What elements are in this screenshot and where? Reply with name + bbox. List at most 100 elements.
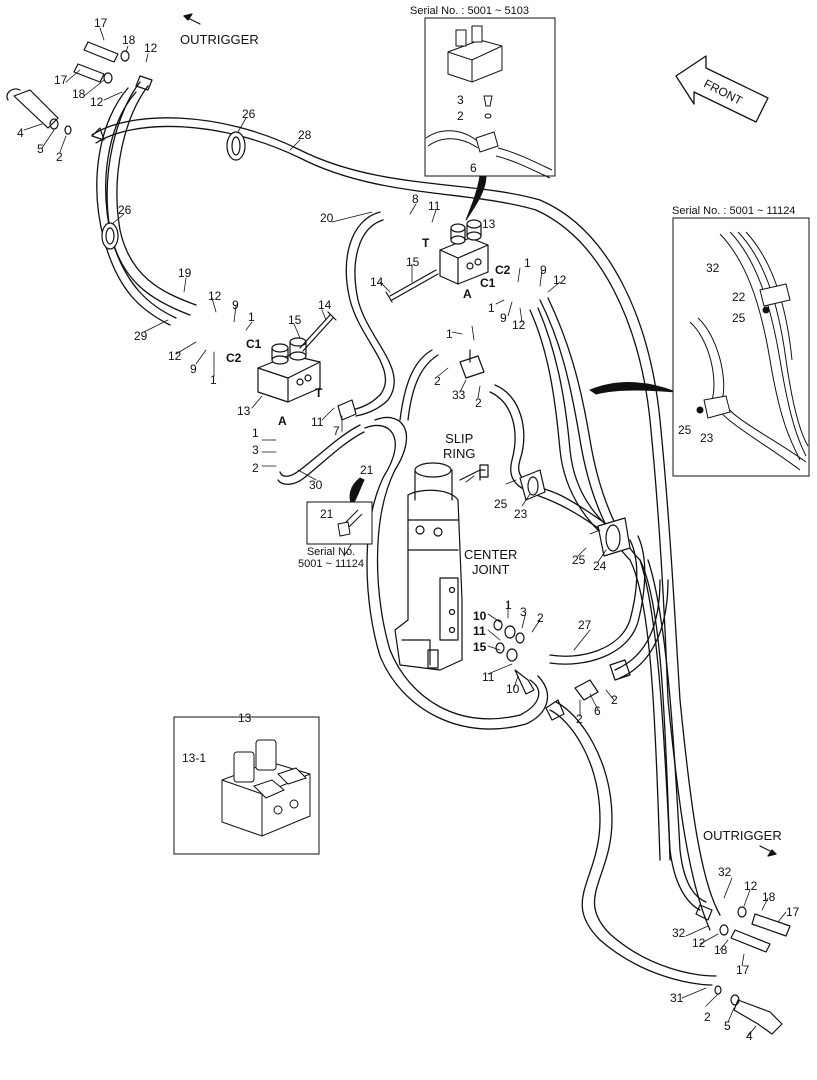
part-22: 22 <box>732 290 746 304</box>
part-15: 15 <box>473 640 487 654</box>
part-17: 17 <box>786 905 800 919</box>
part-2: 2 <box>576 712 583 726</box>
serial-right-caption: Serial No. : 5001 ~ 11124 <box>672 205 796 217</box>
part-6: 6 <box>594 704 601 718</box>
part-4: 4 <box>17 126 24 140</box>
part-4: 4 <box>746 1029 753 1043</box>
hose-31 <box>549 701 717 986</box>
part-26: 26 <box>242 107 256 121</box>
part-1: 1 <box>210 373 217 387</box>
inset-13-1 <box>173 716 320 855</box>
part-7: 7 <box>333 424 340 438</box>
part-13: 13 <box>237 404 251 418</box>
part-28: 28 <box>298 128 312 142</box>
part-12: 12 <box>168 349 182 363</box>
part-23: 23 <box>700 431 714 445</box>
part-32: 32 <box>718 865 732 879</box>
part-2: 2 <box>434 374 441 388</box>
part-13: 13 <box>238 711 252 725</box>
grommet-24 <box>597 517 631 557</box>
part-11: 11 <box>311 415 324 429</box>
port-a-top: A <box>463 287 472 301</box>
hose-32 <box>639 559 707 911</box>
serial-small-caption: Serial No. 5001 ~ 11124 <box>298 546 364 570</box>
fitting-7 <box>337 399 357 421</box>
part-17: 17 <box>94 16 108 30</box>
front-arrow <box>675 55 769 123</box>
part-3: 3 <box>457 93 464 107</box>
part-25: 25 <box>732 311 746 325</box>
part-14: 14 <box>318 298 332 312</box>
inset-callout-arrows <box>349 175 677 507</box>
part-10: 10 <box>506 682 520 696</box>
part-19: 19 <box>178 266 192 280</box>
port-a-left: A <box>278 414 287 428</box>
bolt-14-top <box>385 269 439 303</box>
outrigger-bottom-label: OUTRIGGER <box>703 828 782 843</box>
part-9: 9 <box>232 298 239 312</box>
part-26: 26 <box>118 203 132 217</box>
bolt-14-left <box>299 311 337 352</box>
part-15: 15 <box>406 255 420 269</box>
serial-small-line-1: Serial No. <box>306 546 356 558</box>
part-13-1: 13-1 <box>182 751 207 765</box>
hose-bundle-right <box>529 297 671 861</box>
serial-small-line-2: 5001 ~ 11124 <box>298 558 364 570</box>
part-2: 2 <box>475 396 482 410</box>
grommet-26-top <box>226 131 246 161</box>
part-6: 6 <box>470 161 477 175</box>
part-2: 2 <box>537 611 544 625</box>
hose-27-lower <box>614 579 669 679</box>
part-18: 18 <box>762 890 776 904</box>
part-18: 18 <box>122 33 136 47</box>
part-1: 1 <box>488 301 495 315</box>
part-9: 9 <box>190 362 197 376</box>
part-23: 23 <box>514 507 528 521</box>
part-32: 32 <box>706 261 720 275</box>
center-joint-line-1: CENTER <box>464 547 518 562</box>
inset-serial-right <box>672 217 810 477</box>
part-5: 5 <box>37 142 44 156</box>
part-2: 2 <box>704 1010 711 1024</box>
part-1: 1 <box>248 310 255 324</box>
part-2: 2 <box>56 150 63 164</box>
outrigger-bottom-fittings <box>695 904 791 1035</box>
part-27: 27 <box>578 618 592 632</box>
control-block-left <box>257 337 321 403</box>
slip-ring-line-1: SLIP <box>445 431 474 446</box>
part-3: 3 <box>520 605 527 619</box>
part-20: 20 <box>320 211 334 225</box>
part-12: 12 <box>692 936 706 950</box>
hose-21 <box>364 349 548 730</box>
port-c2-top: C2 <box>495 263 511 277</box>
part-12: 12 <box>744 879 758 893</box>
slip-ring-line-2: RING <box>443 445 476 461</box>
part-1: 1 <box>252 426 259 440</box>
hose-20 <box>345 211 395 417</box>
part-3: 3 <box>252 443 259 457</box>
inset-serial-small <box>306 501 373 545</box>
part-11: 11 <box>482 670 495 684</box>
part-2: 2 <box>457 109 464 123</box>
part-21: 21 <box>320 507 334 521</box>
part-25: 25 <box>494 497 508 511</box>
grommet-26-left <box>101 222 119 250</box>
part-8: 8 <box>412 192 419 206</box>
center-joint <box>394 462 489 671</box>
part-18: 18 <box>72 87 86 101</box>
inset-serial-top <box>424 17 556 179</box>
port-t-left: T <box>315 386 323 400</box>
grommet-23 <box>519 469 546 501</box>
hose-30 <box>277 424 365 485</box>
part-10: 10 <box>473 609 487 623</box>
part-12: 12 <box>90 95 104 109</box>
part-30: 30 <box>309 478 323 492</box>
part-25: 25 <box>572 553 586 567</box>
tee-33 <box>459 349 485 379</box>
part-25: 25 <box>678 423 692 437</box>
center-joint-fittings <box>493 619 631 721</box>
hose-28 <box>91 117 721 931</box>
center-joint-label: CENTER JOINT <box>464 547 518 578</box>
part-18: 18 <box>714 943 728 957</box>
